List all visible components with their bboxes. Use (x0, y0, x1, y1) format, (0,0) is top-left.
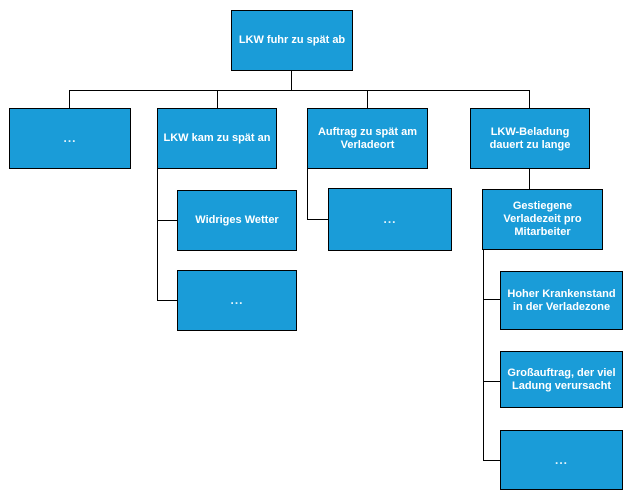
node-root: LKW fuhr zu spät ab (231, 10, 353, 71)
node-lkw-beladung-dauert-zu-lange: LKW-Beladung dauert zu lange (470, 108, 590, 169)
node-auftrag-zu-spaet-am-verladeort: Auftrag zu spät am Verladeort (307, 108, 428, 169)
node-lkw-kam-zu-spaet-an: LKW kam zu spät an (157, 108, 277, 169)
connector-drop-ellipsis (69, 91, 70, 108)
node-level2-ellipsis: ... (9, 108, 131, 169)
connector-beladung-drop (529, 168, 530, 189)
connector-lkw-kam-vertical (157, 168, 158, 301)
connector-gestiegene-vertical (483, 249, 484, 460)
connector-auftrag-vertical (307, 168, 308, 219)
connector-drop-lkw-kam (217, 91, 218, 108)
connector-stub-beladung-ellipsis (483, 460, 500, 461)
connector-stub-auftrag-ellipsis (307, 219, 328, 220)
node-gestiegene-verladezeit-pro-mitarbeiter: Gestiegene Verladezeit pro Mitarbeiter (482, 189, 603, 250)
node-widriges-wetter: Widriges Wetter (177, 190, 297, 251)
node-hoher-krankenstand-in-der-verladezone: Hoher Krankenstand in der Verladezone (500, 271, 623, 330)
connector-stub-grossauftrag (483, 381, 500, 382)
connector-stub-krankenstand (483, 299, 500, 300)
node-lkw-kam-ellipsis: ... (177, 270, 297, 331)
node-grossauftrag-der-viel-ladung-verursacht: Großauftrag, der viel Ladung verursacht (500, 351, 623, 408)
connector-stub-widriges-wetter (157, 220, 177, 221)
connector-drop-auftrag (367, 91, 368, 108)
connector-stub-lkw-kam-ellipsis (157, 300, 177, 301)
node-beladung-ellipsis: ... (500, 430, 623, 490)
connector-drop-beladung (529, 91, 530, 108)
node-auftrag-ellipsis: ... (328, 188, 452, 251)
connector-level2-horizontal (69, 90, 530, 91)
connector-root-drop (291, 71, 292, 90)
